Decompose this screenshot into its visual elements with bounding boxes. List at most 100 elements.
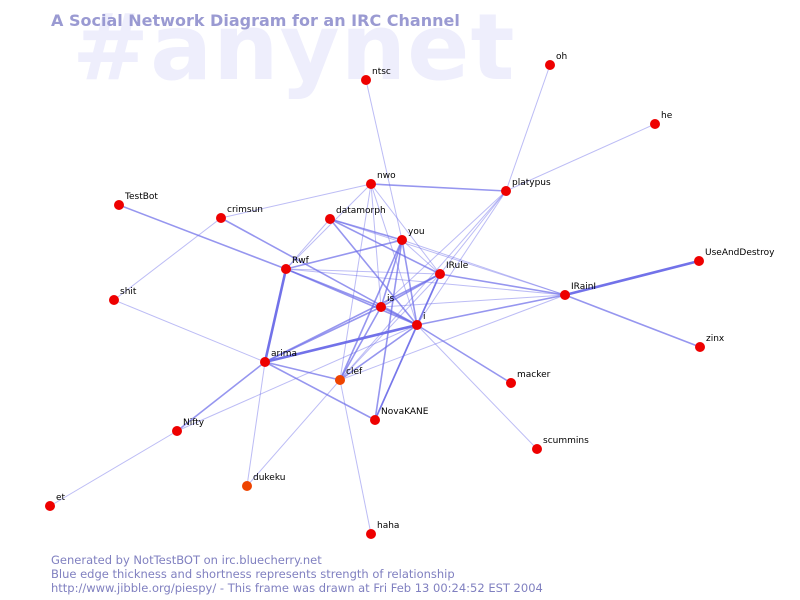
node-ntsc: ntsc: [361, 67, 391, 85]
node-label-i: i: [423, 312, 426, 322]
node-crimsun: crimsun: [216, 205, 263, 223]
edge-platypus-clef: [339, 190, 507, 381]
node-dot-scummins: [532, 444, 542, 454]
edge-datamorph-you: [329, 218, 403, 241]
node-label-shit: shit: [120, 287, 137, 297]
node-label-UseAndDestroy: UseAndDestroy: [705, 248, 775, 258]
node-dot-NovaKANE: [370, 415, 380, 425]
node-label-is: is: [387, 294, 395, 304]
edge-IRainI-is: [380, 294, 566, 308]
edge-layer: [49, 64, 701, 535]
edge-is-arima: [264, 306, 382, 363]
edge-Rwf-arima: [263, 268, 288, 363]
edge-nwo-platypus: [370, 183, 507, 192]
edge-nwo-crimsun: [220, 183, 372, 219]
node-dot-Nifty: [172, 426, 182, 436]
node-label-datamorph: datamorph: [336, 206, 386, 216]
node-dot-haha: [366, 529, 376, 539]
node-label-nwo: nwo: [377, 171, 396, 181]
node-dot-Rwf: [281, 264, 291, 274]
edge-datamorph-IRainI: [329, 218, 566, 296]
edge-Rwf-i: [285, 268, 418, 326]
node-dot-zinx: [695, 342, 705, 352]
edge-platypus-i: [416, 190, 507, 326]
edge-datamorph-IRule: [329, 218, 441, 275]
node-et: et: [45, 493, 66, 511]
edge-clef-dukeku: [246, 379, 341, 487]
edge-nwo-is: [370, 183, 382, 308]
node-dot-IRule: [435, 269, 445, 279]
node-platypus: platypus: [501, 178, 551, 196]
node-label-platypus: platypus: [512, 178, 551, 188]
node-label-ntsc: ntsc: [372, 67, 391, 77]
node-shit: shit: [109, 287, 137, 305]
node-label-Nifty: Nifty: [183, 418, 205, 428]
node-dot-nwo: [366, 179, 376, 189]
node-dot-he: [650, 119, 660, 129]
node-label-arima: arima: [271, 349, 297, 359]
node-zinx: zinx: [695, 334, 725, 352]
node-dot-dukeku: [242, 481, 252, 491]
edge-oh-platypus: [505, 64, 551, 192]
node-NovaKANE: NovaKANE: [370, 407, 429, 425]
node-i: i: [412, 312, 426, 330]
node-label-macker: macker: [517, 370, 551, 380]
node-label-you: you: [408, 227, 425, 237]
edge-shit-arima: [113, 299, 266, 363]
edge-arima-dukeku: [246, 361, 266, 487]
node-macker: macker: [506, 370, 551, 388]
edge-is-i: [380, 306, 418, 326]
node-haha: haha: [366, 521, 399, 539]
edge-IRule-IRainI: [439, 273, 566, 296]
node-Nifty: Nifty: [172, 418, 205, 436]
node-label-IRule: IRule: [446, 261, 469, 271]
node-dot-is: [376, 302, 386, 312]
edge-arima-Nifty: [176, 361, 266, 432]
node-label-TestBot: TestBot: [124, 192, 158, 202]
edge-platypus-is: [380, 190, 507, 308]
node-datamorph: datamorph: [325, 206, 386, 224]
node-label-scummins: scummins: [543, 436, 589, 446]
node-Rwf: Rwf: [281, 256, 310, 274]
edge-TestBot-Rwf: [118, 204, 287, 270]
edge-nwo-clef: [339, 183, 372, 381]
node-TestBot: TestBot: [114, 192, 158, 210]
footer-notes: Generated by NotTestBOT on irc.bluecherr…: [51, 553, 543, 595]
node-label-IRainI: IRainI: [571, 282, 596, 292]
node-label-clef: clef: [346, 367, 363, 377]
diagram-title: A Social Network Diagram for an IRC Chan…: [51, 11, 460, 30]
node-label-zinx: zinx: [706, 334, 725, 344]
edge-Rwf-IRule: [285, 268, 441, 275]
node-label-Rwf: Rwf: [292, 256, 310, 266]
edge-arima-clef: [264, 361, 341, 381]
footer-legend: Blue edge thickness and shortness repres…: [51, 567, 455, 581]
node-dot-arima: [260, 357, 270, 367]
edge-you-is: [380, 239, 403, 308]
node-nwo: nwo: [366, 171, 396, 189]
edge-datamorph-Rwf: [285, 218, 331, 270]
edge-you-IRainI: [401, 239, 566, 296]
node-dot-shit: [109, 295, 119, 305]
edge-i-NovaKANE: [374, 324, 418, 421]
edge-he-platypus: [505, 123, 656, 192]
edge-IRainI-zinx: [564, 294, 701, 348]
edge-you-clef: [339, 239, 403, 381]
edge-IRule-clef: [339, 273, 441, 381]
edge-platypus-IRule: [439, 190, 507, 275]
edge-clef-haha: [339, 379, 372, 535]
node-is: is: [376, 294, 395, 312]
node-label-haha: haha: [377, 521, 399, 531]
node-dot-datamorph: [325, 214, 335, 224]
node-UseAndDestroy: UseAndDestroy: [694, 248, 775, 266]
edge-i-scummins: [416, 324, 538, 450]
edge-datamorph-i: [329, 218, 418, 326]
edge-IRainI-i: [416, 294, 566, 326]
footer-generated-by: Generated by NotTestBOT on irc.bluecherr…: [51, 553, 322, 567]
edge-crimsun-shit: [113, 217, 222, 301]
edge-i-arima: [264, 323, 418, 364]
node-dot-IRainI: [560, 290, 570, 300]
node-dot-ntsc: [361, 75, 371, 85]
